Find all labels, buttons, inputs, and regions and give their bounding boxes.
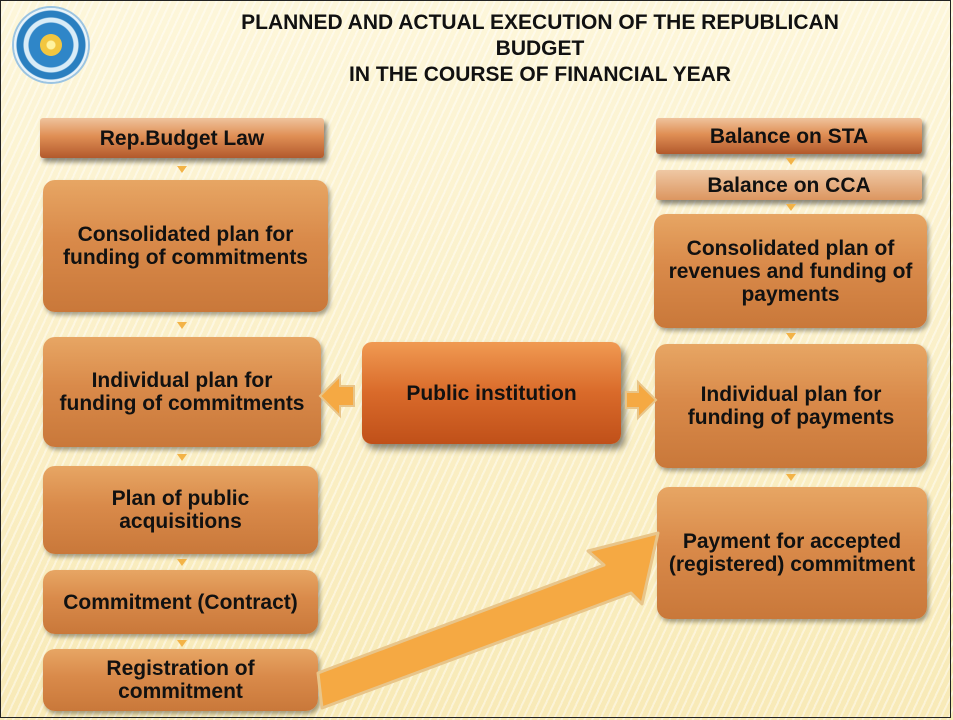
consolidated-commitments-label: Consolidated plan for funding of commitm… bbox=[63, 223, 308, 269]
public-acquisitions-label: Plan of public acquisitions bbox=[111, 487, 250, 533]
arrow-down-icon bbox=[177, 454, 187, 461]
rep-budget-law-box: Rep.Budget Law bbox=[40, 118, 324, 158]
individual-payments-box: Individual plan for funding of payments bbox=[655, 344, 927, 468]
registration-commitment-label: Registration of commitment bbox=[106, 657, 255, 703]
payment-commitment-label: Payment for accepted (registered) commit… bbox=[668, 530, 916, 576]
payment-commitment-box: Payment for accepted (registered) commit… bbox=[657, 487, 927, 619]
individual-commitments-label: Individual plan for funding of commitmen… bbox=[59, 369, 305, 415]
balance-sta-label: Balance on STA bbox=[709, 124, 869, 148]
arrow-down-icon bbox=[786, 204, 796, 211]
consolidated-revenues-box: Consolidated plan of revenues and fundin… bbox=[654, 214, 927, 328]
arrow-down-icon bbox=[177, 166, 187, 173]
rep-budget-law-label: Rep.Budget Law bbox=[99, 126, 265, 150]
registration-commitment-box: Registration of commitment bbox=[43, 649, 318, 711]
public-institution-label: Public institution bbox=[406, 381, 577, 405]
right-block-arrow-icon bbox=[625, 379, 658, 421]
arrow-down-icon bbox=[177, 640, 187, 647]
arrow-down-icon bbox=[177, 322, 187, 329]
slide-title: PLANNED AND ACTUAL EXECUTION OF THE REPU… bbox=[150, 10, 930, 88]
title-line-1: PLANNED AND ACTUAL EXECUTION OF THE REPU… bbox=[241, 11, 839, 34]
consolidated-revenues-label: Consolidated plan of revenues and fundin… bbox=[668, 236, 913, 306]
consolidated-commitments-box: Consolidated plan for funding of commitm… bbox=[43, 180, 328, 312]
individual-payments-label: Individual plan for funding of payments bbox=[687, 383, 895, 429]
individual-commitments-box: Individual plan for funding of commitmen… bbox=[43, 337, 321, 447]
arrow-down-icon bbox=[177, 559, 187, 566]
arrow-down-icon bbox=[786, 474, 796, 481]
emblem-sun-icon bbox=[40, 34, 62, 56]
title-line-2: BUDGET bbox=[495, 37, 585, 60]
balance-sta-box: Balance on STA bbox=[656, 118, 922, 154]
arrow-down-icon bbox=[786, 333, 796, 340]
title-line-3: IN THE COURSE OF FINANCIAL YEAR bbox=[349, 63, 731, 86]
commitment-contract-box: Commitment (Contract) bbox=[43, 570, 318, 634]
commitment-contract-label: Commitment (Contract) bbox=[63, 590, 298, 614]
left-block-arrow-icon bbox=[318, 373, 355, 419]
balance-cca-label: Balance on CCA bbox=[707, 173, 871, 197]
balance-cca-box: Balance on CCA bbox=[656, 170, 922, 200]
emblem-logo bbox=[14, 8, 88, 82]
arrow-down-icon bbox=[786, 158, 796, 165]
public-institution-box: Public institution bbox=[362, 342, 621, 444]
diagonal-block-arrow-icon bbox=[316, 531, 660, 710]
public-acquisitions-box: Plan of public acquisitions bbox=[43, 466, 318, 554]
